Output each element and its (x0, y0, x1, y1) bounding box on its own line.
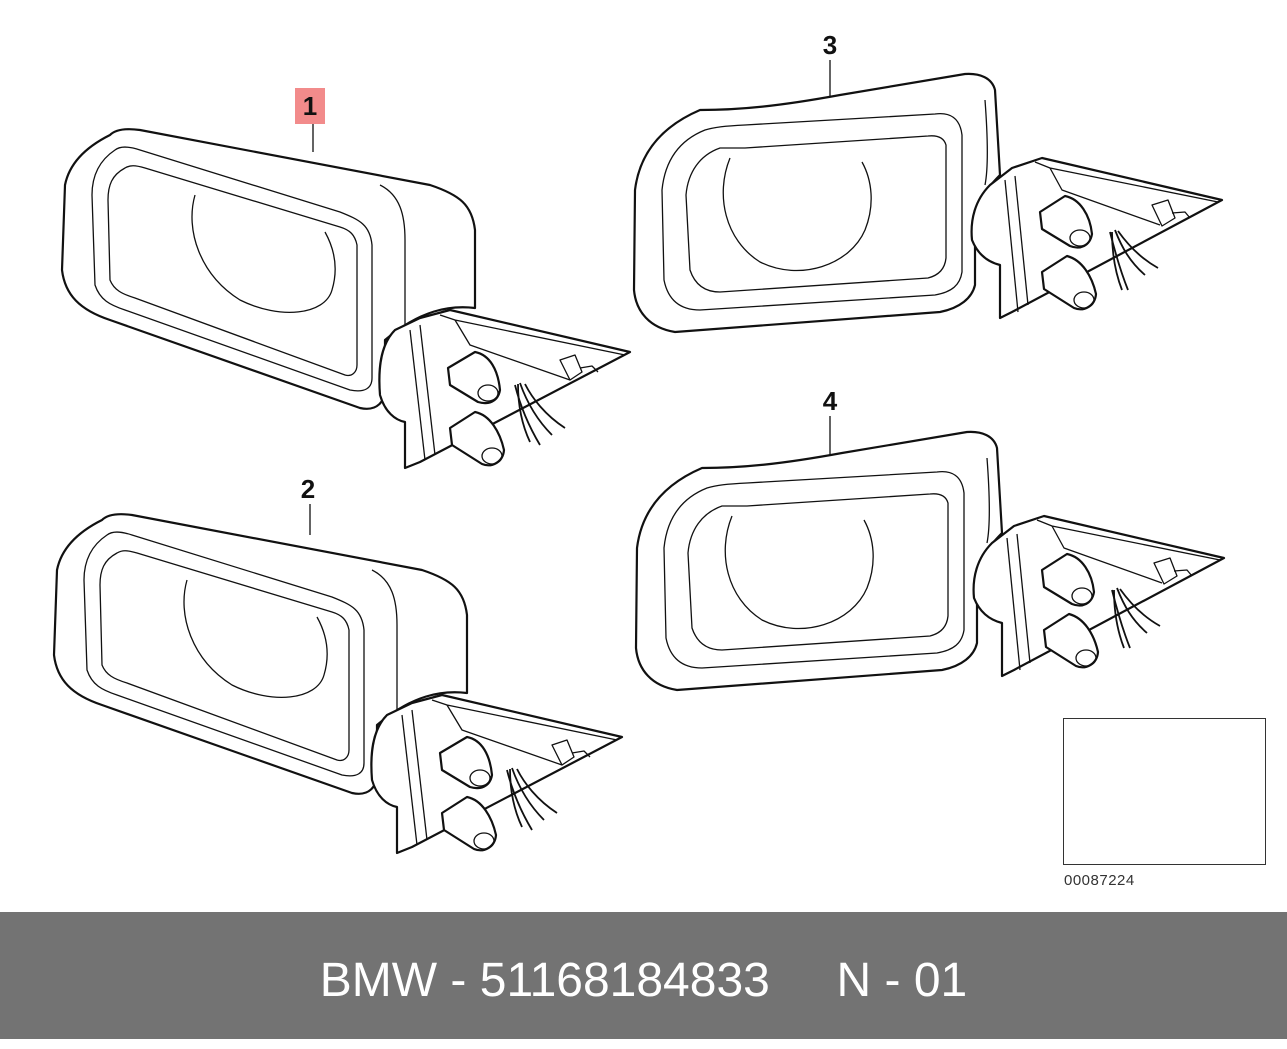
mirror-assembly-3 (632, 72, 1224, 334)
part-number-banner: BMW - 51168184833 N - 01 (0, 912, 1287, 1039)
callout-4[interactable]: 4 (822, 386, 838, 416)
vehicle-reference-frame (1063, 718, 1266, 865)
mirror-assembly-1 (60, 128, 632, 470)
diagram-reference-code: 00087224 (1064, 872, 1135, 889)
mirror-assembly-4 (634, 430, 1226, 692)
mirror-assembly-2 (52, 513, 624, 855)
callout-3[interactable]: 3 (822, 30, 838, 60)
part-number-text: BMW - 51168184833 N - 01 (319, 954, 968, 1007)
callout-1[interactable]: 1 (295, 88, 325, 124)
callout-2[interactable]: 2 (300, 474, 316, 504)
